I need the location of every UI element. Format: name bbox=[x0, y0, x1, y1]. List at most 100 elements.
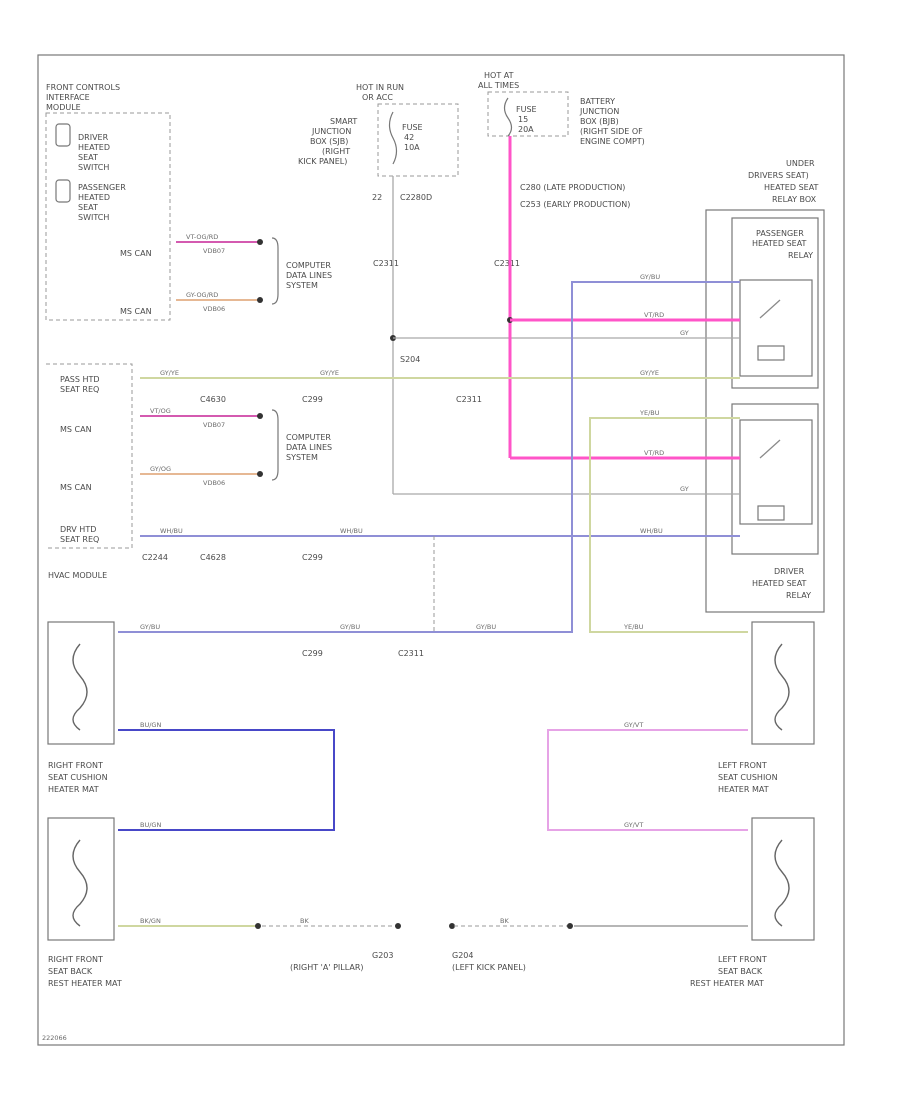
sjb-label-5: KICK PANEL) bbox=[298, 157, 347, 166]
fcim-title-2: INTERFACE bbox=[46, 93, 90, 102]
hot-at-2: ALL TIMES bbox=[478, 81, 519, 90]
wire-label-gy-ye: GY/YE bbox=[160, 369, 179, 377]
smart-junction-box: HOT IN RUN OR ACC SMART JUNCTION BOX (SJ… bbox=[298, 83, 459, 268]
ground-g204-icon bbox=[449, 923, 455, 929]
passenger-switch-icon bbox=[55, 179, 71, 203]
fuse-a-2: 42 bbox=[404, 133, 414, 142]
can-lines-top: VT-OG/RD GY-OG/RD VDB07 VDB06 COMPUTER D… bbox=[176, 233, 332, 313]
sjb-label-4: (RIGHT bbox=[322, 147, 350, 156]
wire-label-bk-gn: BK/GN bbox=[140, 917, 161, 925]
power-feed-wires: GY GY S204 VT/RD VT/RD bbox=[390, 136, 740, 495]
cdls-bottom-3: SYSTEM bbox=[286, 453, 318, 462]
sjb-box bbox=[377, 103, 459, 177]
hvac-module-label: HVAC MODULE bbox=[48, 571, 107, 580]
bjb-label-3: BOX (BJB) bbox=[580, 117, 619, 126]
battery-junction-box: HOT AT ALL TIMES FUSE 15 20A BATTERY JUN… bbox=[478, 71, 645, 268]
wire-label-gy-ye2: GY/YE bbox=[320, 369, 339, 377]
fuse-a-1: FUSE bbox=[402, 123, 423, 132]
left-front-back-mat: LEFT FRONT SEAT BACK REST HEATER MAT bbox=[690, 817, 815, 988]
wire-label-gy-bu2: GY/BU bbox=[140, 623, 160, 631]
c4630-label: C4630 bbox=[200, 395, 226, 404]
driver-switch-label-3: SEAT bbox=[78, 153, 98, 162]
fcim-title-3: MODULE bbox=[46, 103, 81, 112]
connector-dot bbox=[255, 923, 261, 929]
fuse-b-2: 15 bbox=[518, 115, 528, 124]
connector-dot bbox=[567, 923, 573, 929]
vdb07-bottom-label: VDB07 bbox=[203, 421, 225, 429]
ground-wires: BK/GN BK G203 (RIGHT 'A' PILLAR) BK G204… bbox=[118, 917, 748, 972]
passenger-seat-request: PASS HTD SEAT REQ GY/YE GY/YE GY/YE C463… bbox=[46, 363, 740, 549]
relay-box-3: HEATED SEAT bbox=[764, 183, 819, 192]
wire-label-gy2: GY bbox=[680, 485, 689, 493]
heater-element-icon bbox=[72, 839, 88, 927]
passenger-relay-coil-icon bbox=[757, 345, 785, 361]
relay-box-4: RELAY BOX bbox=[772, 195, 817, 204]
wire-label-vt-og-bottom: VT/OG bbox=[150, 407, 171, 415]
drv-relay-2: HEATED SEAT bbox=[752, 579, 807, 588]
lf-back-mat-outline bbox=[751, 817, 815, 941]
c253-early: C253 (EARLY PRODUCTION) bbox=[520, 200, 630, 209]
can-lines-bottom: MS CAN MS CAN VT/OG GY/OG VDB07 VDB06 CO… bbox=[60, 407, 332, 492]
ms-can-c: MS CAN bbox=[60, 425, 92, 434]
wire-label-wh-bu3: WH/BU bbox=[640, 527, 663, 535]
wire-label-ye-bu2: YE/BU bbox=[623, 623, 644, 631]
driver-switch-label-4: SWITCH bbox=[78, 163, 109, 172]
sjb-label-2: JUNCTION bbox=[311, 127, 351, 136]
fuse-15-icon bbox=[503, 97, 513, 137]
g203-location: (RIGHT 'A' PILLAR) bbox=[290, 963, 364, 972]
passenger-switch-label-3: SEAT bbox=[78, 203, 98, 212]
hot-at-1: HOT AT bbox=[484, 71, 514, 80]
pass-relay-1: PASSENGER bbox=[756, 229, 804, 238]
fuse-42-icon bbox=[388, 111, 398, 165]
vdb06-bottom-label: VDB06 bbox=[203, 479, 225, 487]
wire-label-ye-bu: YE/BU bbox=[639, 409, 660, 417]
wire-label-gy-bu4: GY/BU bbox=[476, 623, 496, 631]
rf-cush-3: HEATER MAT bbox=[48, 785, 99, 794]
c299-c-label: C299 bbox=[302, 649, 323, 658]
fuse-b-1: FUSE bbox=[516, 105, 537, 114]
cdls-top-3: SYSTEM bbox=[286, 281, 318, 290]
wire-label-gy-og-bottom: GY/OG bbox=[150, 465, 171, 473]
rf-back-1: RIGHT FRONT bbox=[48, 955, 103, 964]
c280-late: C280 (LATE PRODUCTION) bbox=[520, 183, 625, 192]
fuse-a-3: 10A bbox=[404, 143, 420, 152]
pass-htd: PASS HTD bbox=[60, 375, 100, 384]
left-front-feed-wire bbox=[589, 417, 748, 633]
drv-htd: DRV HTD bbox=[60, 525, 96, 534]
ground-g203-icon bbox=[395, 923, 401, 929]
ms-can-b-label: MS CAN bbox=[120, 307, 152, 316]
seat-req: SEAT REQ bbox=[60, 385, 99, 394]
pass-relay-2: HEATED SEAT bbox=[752, 239, 807, 248]
driver-relay-coil-box bbox=[739, 419, 813, 525]
g204-label: G204 bbox=[452, 951, 473, 960]
right-mat-link-wire bbox=[118, 729, 335, 831]
connector-dot bbox=[257, 413, 263, 419]
connector-dot bbox=[257, 471, 263, 477]
wire-label-vt-rd2: VT/RD bbox=[644, 449, 664, 457]
drv-relay-3: RELAY bbox=[786, 591, 811, 600]
passenger-relay-outline bbox=[731, 217, 819, 389]
c2311-d-label: C2311 bbox=[398, 649, 424, 658]
hvac-module-box bbox=[46, 363, 133, 549]
rf-cush-1: RIGHT FRONT bbox=[48, 761, 103, 770]
c4628-label: C4628 bbox=[200, 553, 226, 562]
s204-label: S204 bbox=[400, 355, 420, 364]
passenger-switch-label-4: SWITCH bbox=[78, 213, 109, 222]
right-front-back-mat: RIGHT FRONT SEAT BACK REST HEATER MAT bbox=[47, 817, 122, 988]
left-front-cushion-mat: LEFT FRONT SEAT CUSHION HEATER MAT bbox=[718, 621, 815, 794]
right-front-cushion-mat: RIGHT FRONT SEAT CUSHION HEATER MAT bbox=[47, 621, 115, 794]
wire-label-gy: GY bbox=[680, 329, 689, 337]
fcim-title-1: FRONT CONTROLS bbox=[46, 83, 120, 92]
g204-location: (LEFT KICK PANEL) bbox=[452, 963, 526, 972]
wire-label-gy-bu: GY/BU bbox=[640, 273, 660, 281]
heater-feed-wires: GY/BU GY/BU GY/BU GY/BU C299 C2311 YE/BU… bbox=[118, 273, 748, 658]
seat-req2: SEAT REQ bbox=[60, 535, 99, 544]
rf-cush-2: SEAT CUSHION bbox=[48, 773, 108, 782]
lf-back-2: SEAT BACK bbox=[718, 967, 763, 976]
wire-label-vt-og-top: VT-OG/RD bbox=[186, 233, 218, 241]
driver-switch-label-2: HEATED bbox=[78, 143, 110, 152]
cdls-top-2: DATA LINES bbox=[286, 271, 332, 280]
hot-in-run-2: OR ACC bbox=[362, 93, 393, 102]
wire-label-wh-bu2: WH/BU bbox=[340, 527, 363, 535]
relay-box-outline bbox=[705, 209, 825, 613]
